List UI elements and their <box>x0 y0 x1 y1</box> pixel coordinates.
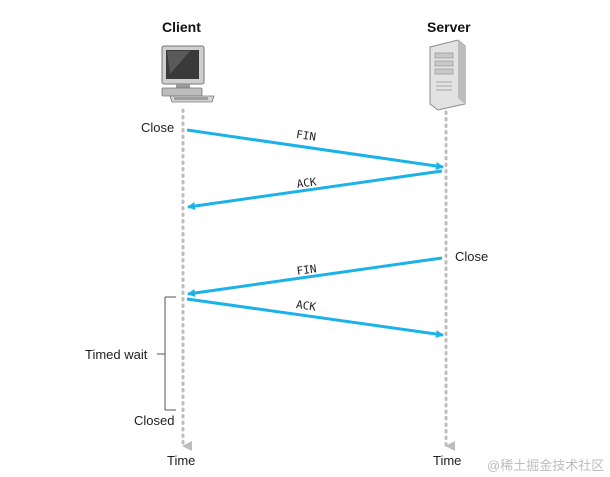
fin-arrow-server-to-client <box>187 256 443 297</box>
server-icon <box>429 39 466 111</box>
fin-arrow-client-to-server <box>186 128 444 170</box>
timed-wait-label: Timed wait <box>85 347 148 362</box>
watermark: @稀土掘金技术社区 <box>487 458 605 473</box>
ack-message-label: ACK <box>295 175 318 191</box>
client-closed-label: Closed <box>134 413 175 428</box>
server-heading: Server <box>427 19 471 35</box>
server-close-label: Close <box>455 249 489 264</box>
ack-arrow-client-to-server <box>186 297 444 338</box>
client-time-label: Time <box>167 453 196 468</box>
server-time-label: Time <box>433 453 462 468</box>
client-close-label: Close <box>141 120 175 135</box>
fin-message-label: FIN <box>295 128 317 144</box>
ack-arrow-server-to-client <box>187 169 443 210</box>
client-heading: Client <box>162 19 201 35</box>
timed-wait-bracket <box>157 296 176 411</box>
computer-icon <box>161 45 215 103</box>
fin-message-label: FIN <box>295 262 318 278</box>
ack-message-label: ACK <box>295 298 317 314</box>
